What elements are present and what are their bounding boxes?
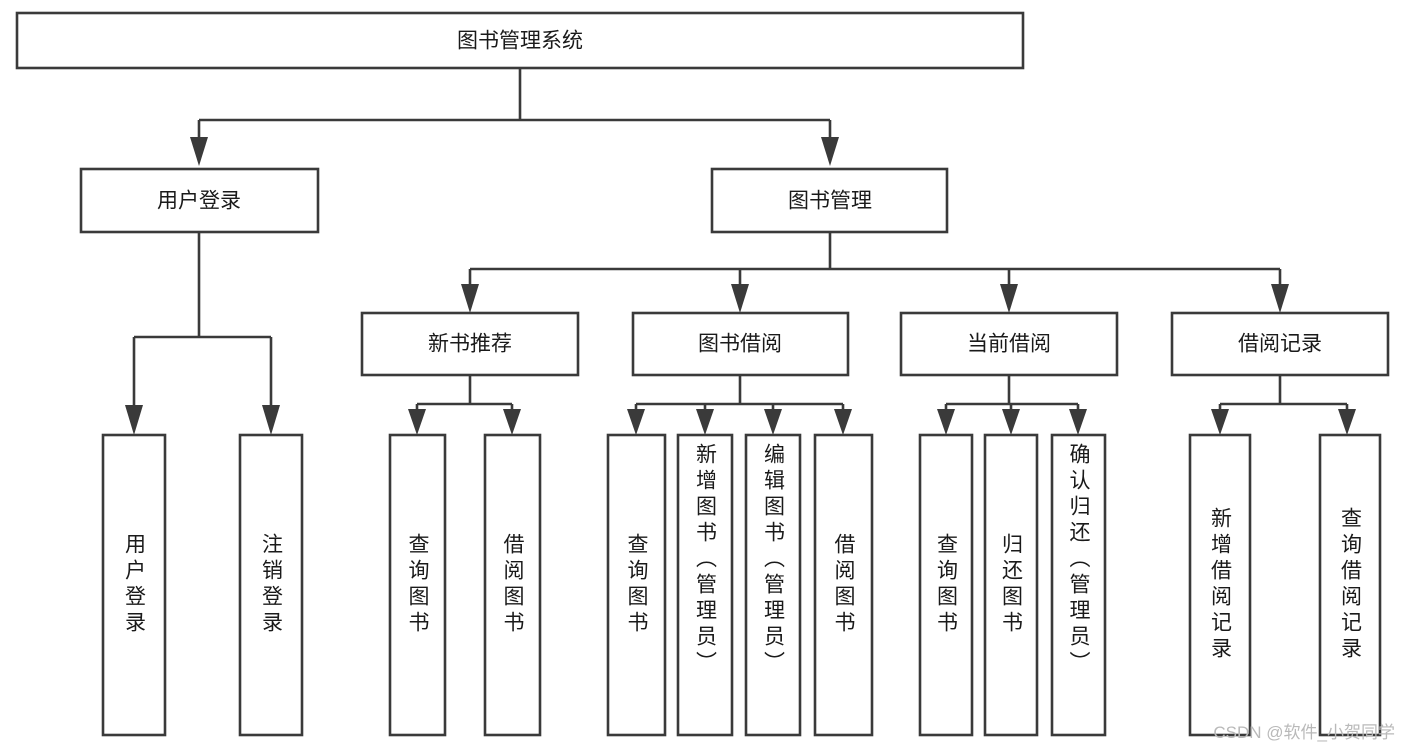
node-leaf-br-add-record-label: 新增借阅记录 [1208, 507, 1232, 663]
node-leaf-bb-borrow-book-box[interactable] [813, 433, 874, 737]
node-leaf-cb-return-book[interactable]: 归还图书 [983, 433, 1039, 737]
node-leaf-cb-query-book[interactable]: 查询图书 [918, 433, 974, 737]
arrow-records-leaf-2 [1338, 409, 1356, 435]
arrow-borrow-leaf-3 [764, 409, 782, 435]
node-leaf-cb-query-book-label: 查询图书 [934, 533, 958, 637]
arrow-user-login-leaf-2 [262, 405, 280, 435]
node-leaf-br-query-record-box[interactable] [1318, 433, 1382, 737]
arrow-book-mgmt-to-records [1271, 284, 1289, 313]
node-root-box[interactable] [15, 11, 1025, 70]
node-leaf-logout-box[interactable] [238, 433, 304, 737]
node-user-login-label: 用户登录 [157, 190, 241, 213]
node-book-management-label: 图书管理 [788, 190, 872, 213]
node-leaf-bb-add-book-box[interactable] [676, 433, 734, 737]
node-leaf-nb-borrow-book[interactable]: 借阅图书 [483, 433, 542, 737]
node-leaf-logout[interactable]: 注销登录 [238, 433, 304, 737]
arrow-root-to-user-login [190, 137, 208, 166]
arrow-book-mgmt-to-borrow [731, 284, 749, 313]
edge-layer [125, 68, 1356, 435]
node-leaf-cb-return-book-box[interactable] [983, 433, 1039, 737]
node-leaf-bb-borrow-book[interactable]: 借阅图书 [813, 433, 874, 737]
arrow-borrow-leaf-2 [696, 409, 714, 435]
node-user-login-box[interactable] [79, 167, 320, 234]
node-leaf-logout-label: 注销登录 [259, 533, 283, 637]
node-leaf-cb-return-book-label: 归还图书 [999, 533, 1023, 637]
csdn-watermark: CSDN @软件_小贺同学 [1213, 723, 1395, 742]
arrow-book-mgmt-to-new-book [461, 284, 479, 313]
node-new-book-recommend-label: 新书推荐 [428, 333, 512, 356]
node-book-borrow[interactable]: 图书借阅 [631, 311, 850, 377]
node-leaf-bb-borrow-book-label: 借阅图书 [832, 533, 855, 637]
node-leaf-bb-add-book-label: 新增图书（管理员） [693, 443, 717, 677]
arrow-current-leaf-2 [1002, 409, 1020, 435]
arrow-user-login-leaf-1 [125, 405, 143, 435]
node-borrow-records-label: 借阅记录 [1238, 333, 1322, 356]
arrow-current-leaf-1 [937, 409, 955, 435]
node-book-borrow-label: 图书借阅 [698, 333, 782, 356]
arrow-current-leaf-3 [1069, 409, 1087, 435]
node-current-borrow-label: 当前借阅 [967, 333, 1051, 356]
arrow-new-book-leaf-1 [408, 409, 426, 435]
node-leaf-cb-confirm-return[interactable]: 确认归还（管理员） [1050, 433, 1107, 737]
node-leaf-nb-query-book[interactable]: 查询图书 [388, 433, 447, 737]
node-book-borrow-box[interactable] [631, 311, 850, 377]
node-root-label: 图书管理系统 [457, 30, 583, 53]
node-leaf-user-login-box[interactable] [101, 433, 167, 737]
node-leaf-bb-edit-book[interactable]: 编辑图书（管理员） [744, 433, 802, 737]
node-leaf-bb-add-book[interactable]: 新增图书（管理员） [676, 433, 734, 737]
node-leaf-br-add-record[interactable]: 新增借阅记录 [1188, 433, 1252, 737]
node-borrow-records[interactable]: 借阅记录 [1170, 311, 1390, 377]
arrow-borrow-leaf-1 [627, 409, 645, 435]
node-borrow-records-box[interactable] [1170, 311, 1390, 377]
node-leaf-user-login[interactable]: 用户登录 [101, 433, 167, 737]
node-leaf-cb-confirm-return-label: 确认归还（管理员） [1067, 443, 1090, 677]
node-leaf-bb-query-book-box[interactable] [606, 433, 667, 737]
node-leaf-cb-confirm-return-box[interactable] [1050, 433, 1107, 737]
node-leaf-br-query-record[interactable]: 查询借阅记录 [1318, 433, 1382, 737]
node-book-management-box[interactable] [710, 167, 949, 234]
node-leaf-cb-query-book-box[interactable] [918, 433, 974, 737]
node-leaf-br-add-record-box[interactable] [1188, 433, 1252, 737]
node-leaf-bb-query-book-label: 查询图书 [625, 533, 648, 637]
node-root[interactable]: 图书管理系统 [15, 11, 1025, 70]
node-leaf-bb-edit-book-label: 编辑图书（管理员） [761, 443, 785, 677]
node-leaf-nb-query-book-box[interactable] [388, 433, 447, 737]
node-book-management[interactable]: 图书管理 [710, 167, 949, 234]
node-current-borrow[interactable]: 当前借阅 [899, 311, 1119, 377]
arrow-records-leaf-1 [1211, 409, 1229, 435]
node-new-book-recommend-box[interactable] [360, 311, 580, 377]
node-leaf-nb-borrow-book-label: 借阅图书 [501, 533, 524, 637]
node-leaf-bb-edit-book-box[interactable] [744, 433, 802, 737]
node-user-login[interactable]: 用户登录 [79, 167, 320, 234]
arrow-root-to-book-mgmt [821, 137, 839, 166]
node-leaf-nb-query-book-label: 查询图书 [406, 533, 429, 637]
node-new-book-recommend[interactable]: 新书推荐 [360, 311, 580, 377]
arrow-book-mgmt-to-current [1000, 284, 1018, 313]
node-current-borrow-box[interactable] [899, 311, 1119, 377]
arrow-new-book-leaf-2 [503, 409, 521, 435]
node-leaf-br-query-record-label: 查询借阅记录 [1338, 507, 1362, 663]
node-leaf-bb-query-book[interactable]: 查询图书 [606, 433, 667, 737]
node-leaf-nb-borrow-book-box[interactable] [483, 433, 542, 737]
arrow-borrow-leaf-4 [834, 409, 852, 435]
node-leaf-user-login-label: 用户登录 [122, 533, 146, 637]
